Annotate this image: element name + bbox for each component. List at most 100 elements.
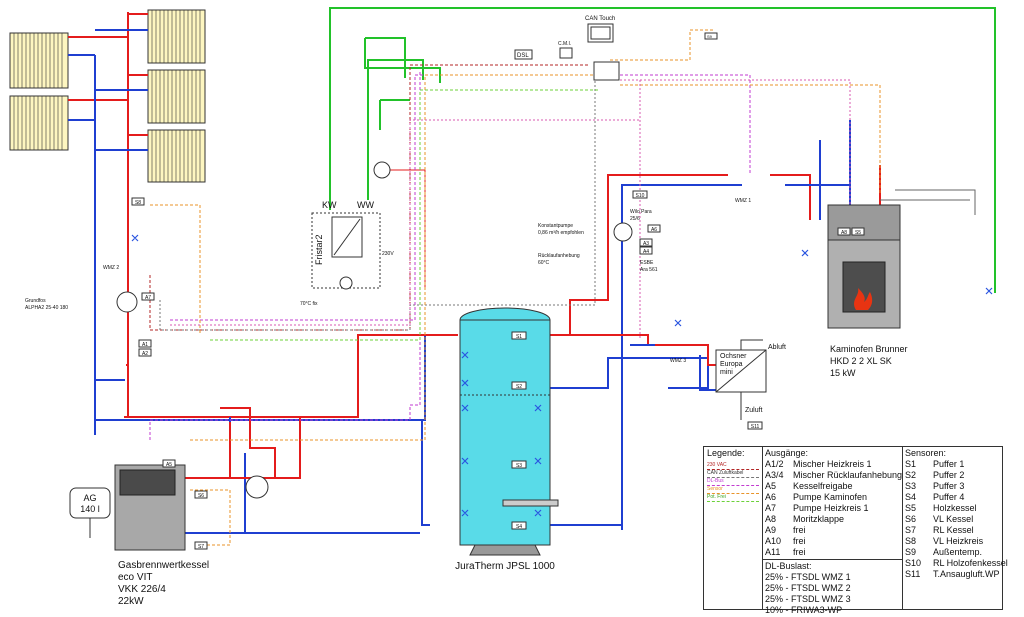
- konstant-label-1: Konstantpumpe: [538, 223, 573, 229]
- a5-tag: A5: [166, 462, 172, 468]
- ruecklauf-label-2: 60°C: [538, 260, 550, 266]
- storage-hc-return: [548, 387, 623, 526]
- expansion-vessel-label-1: AG: [83, 493, 96, 503]
- vent-label-3: mini: [720, 369, 733, 376]
- legend-line-sensor: Sensor: [707, 486, 759, 494]
- dl-title: DL-Buslast:: [765, 561, 812, 571]
- wmz1-label: WMZ 1: [735, 198, 751, 204]
- sensor-s3-tag: S3: [516, 463, 522, 469]
- supply-pipe-heating: [68, 12, 148, 418]
- ruecklauf-label-1: Rücklaufanhebung: [538, 253, 580, 259]
- boiler-return-pipe: [185, 417, 420, 534]
- gas-boiler-label-2: eco VIT: [118, 572, 152, 583]
- radiator: [147, 9, 206, 64]
- wmz2-label: WMZ 2: [103, 265, 119, 271]
- gray-chimney: [880, 189, 976, 215]
- expansion-vessel-label-2: 140 l: [80, 504, 100, 514]
- a1-tag: A1: [142, 342, 148, 348]
- return-pipe-heating: [68, 29, 426, 435]
- radiator: [9, 32, 69, 89]
- radiator: [147, 129, 206, 183]
- supply-pipe-main: [128, 334, 458, 418]
- abluft-label: Abluft: [768, 344, 786, 351]
- grundfos-label-1: Grundfos: [25, 298, 46, 304]
- gas-boiler-label-1: Gasbrennwertkessel: [118, 560, 209, 571]
- dl-row: 25% - FTSDL WMZ 1: [765, 572, 851, 582]
- konstant-label-2: 0,86 m³/h empfohlen: [538, 230, 584, 236]
- can-touch-label: CAN Touch: [585, 16, 615, 22]
- v230-label: 230V: [382, 251, 394, 257]
- fix70-label: 70°C fix: [300, 301, 318, 307]
- gas-boiler: Gasbrennwertkessel eco VIT VKK 226/4 22k…: [114, 464, 209, 607]
- zuluft-label: Zuluft: [745, 407, 763, 414]
- vent-pipe: [699, 355, 718, 391]
- storage-tank: JuraTherm JPSL 1000: [455, 307, 559, 572]
- vent-label-1: Ochsner: [720, 353, 747, 360]
- cmi-label: C.M.I.: [558, 41, 571, 47]
- outputs-title: Ausgänge:: [765, 448, 809, 458]
- boiler-supply-pipe: [185, 418, 301, 479]
- can-touch: CAN Touch DSL C.M.I. S9: [514, 16, 718, 81]
- s8-tag: S8: [135, 200, 141, 206]
- legend-line-can: CAN Zuluftkabel: [707, 470, 759, 478]
- radiator: [9, 95, 69, 151]
- esbe-label-1: ESBE: [640, 260, 654, 266]
- pump-zirkulation: [373, 161, 391, 179]
- s9-tag: S9: [707, 34, 713, 39]
- s5-tag: S5: [855, 230, 861, 236]
- wiring-pink: [170, 79, 851, 340]
- s10-tag: S10: [636, 193, 645, 199]
- warm-water-pipe: [367, 59, 424, 200]
- sensor-s1-tag: S1: [516, 334, 522, 340]
- vent-label-2: Europa: [720, 361, 743, 368]
- a7-tag: A7: [145, 295, 151, 301]
- kw-label: KW: [322, 200, 337, 210]
- fristar-label: Fristar2: [314, 234, 324, 265]
- dl-row: 10% - FRIWA3-WP: [765, 605, 843, 615]
- wmz3-supply: [548, 334, 723, 366]
- sensor-s2-tag: S2: [516, 384, 522, 390]
- wiring-pot: [210, 89, 600, 341]
- fristar-station: Fristar2 KW WW 70°C fix 230V: [300, 200, 394, 307]
- ventilation-unit: Ochsner Europa mini Abluft Zuluft: [715, 339, 786, 420]
- s7-tag: S7: [198, 544, 204, 550]
- legend-title: Legende:: [707, 448, 745, 458]
- pump-stove: [613, 222, 633, 242]
- ww-label: WW: [357, 200, 374, 210]
- radiators: [9, 9, 206, 183]
- wmz3-label: WMZ 3: [670, 358, 686, 364]
- a4-tag: A4: [643, 249, 649, 255]
- wiring-230v: [149, 64, 590, 331]
- esbe-label-2: Ara 561: [640, 267, 658, 273]
- wmz3-pipe: [548, 357, 709, 389]
- a2-tag: A2: [142, 351, 148, 357]
- stove-label-1: Kaminofen Brunner: [830, 344, 908, 354]
- pump-boiler: [245, 475, 269, 499]
- legend-line-dl: DL-Bus: [707, 478, 759, 486]
- wiring-dlbus: [149, 70, 751, 440]
- legend: Legende: 230 VAC CAN Zuluftkabel DL-Bus …: [703, 446, 1008, 615]
- expansion-vessel: AG 140 l: [69, 487, 111, 538]
- cold-water-pipe: [329, 7, 996, 293]
- a8-tag: A8: [841, 230, 847, 236]
- gas-boiler-label-3: VKK 226/4: [118, 584, 166, 595]
- s6-tag: S6: [198, 493, 204, 499]
- legend-line-230: 230 VAC: [707, 462, 759, 470]
- a6-tag: A6: [651, 227, 657, 233]
